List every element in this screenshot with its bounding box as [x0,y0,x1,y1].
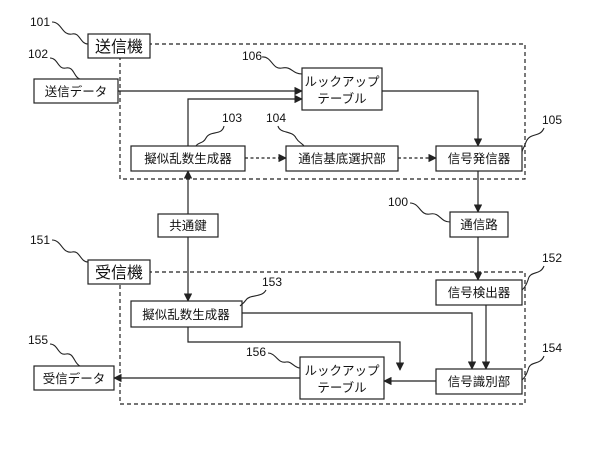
leader-152 [521,265,545,291]
shared-key-label: 共通鍵 [169,218,207,233]
rx-lookup-table-block: ルックアップ テーブル [299,356,385,400]
leader-151 [51,239,89,263]
ref-105: 105 [542,113,562,127]
tx-prng-block: 擬似乱数生成器 [130,145,246,172]
signal-detector-label: 信号検出器 [448,285,511,300]
ref-156: 156 [246,345,266,359]
ref-153: 153 [262,275,282,289]
signal-detector-block: 信号検出器 [435,279,523,306]
receiver-title: 受信機 [95,263,143,282]
rx-prng-label: 擬似乱数生成器 [142,307,230,322]
send-data-label: 送信データ [45,84,108,99]
channel-label: 通信路 [460,217,498,232]
leader-103 [195,125,225,147]
signal-generator-label: 信号発信器 [448,151,511,166]
arrow-lut-to-signal-gen [382,90,483,147]
signal-generator-block: 信号発信器 [435,145,523,172]
receive-data-label: 受信データ [43,371,106,386]
receiver-frame [119,271,526,405]
tx-lookup-table-block: ルックアップ テーブル [301,67,383,111]
channel-block: 通信路 [449,211,509,238]
rx-lut-label-line2: テーブル [317,380,366,395]
arrow-rx-prng-to-discriminator [242,312,477,370]
ref-100: 100 [388,195,408,209]
basis-selector-label: 通信基底選択部 [298,151,386,166]
rx-prng-block: 擬似乱数生成器 [130,300,243,328]
signal-discriminator-block: 信号識別部 [435,368,523,395]
transmitter-title: 送信機 [95,37,143,56]
ref-152: 152 [542,251,562,265]
arrow-prng-to-lut [187,94,303,146]
leader-102 [49,57,81,80]
transmitter-title-box [87,33,151,59]
leader-101 [51,21,89,45]
leader-100 [409,202,451,223]
transmitter-frame [119,43,526,180]
leader-104 [277,125,305,147]
ref-103: 103 [222,111,242,125]
leader-106 [261,56,303,75]
tx-lut-label-line2: テーブル [317,91,366,106]
receiver-title-box [87,259,151,285]
leader-105 [521,127,545,153]
rx-lut-label-line1: ルックアップ [304,363,380,378]
signal-discriminator-label: 信号識別部 [448,374,511,389]
tx-lut-label-line1: ルックアップ [304,74,380,89]
send-data-block: 送信データ [33,78,119,104]
tx-prng-label: 擬似乱数生成器 [144,151,232,166]
receive-data-block: 受信データ [33,365,115,391]
arrow-rx-prng-to-lut [187,327,405,371]
ref-106: 106 [242,49,262,63]
leader-156 [267,352,301,369]
leader-154 [521,355,545,381]
ref-102: 102 [28,47,48,61]
leader-155 [49,343,81,367]
ref-155: 155 [28,333,48,347]
leader-153 [239,289,267,307]
ref-104: 104 [266,111,286,125]
basis-selector-block: 通信基底選択部 [285,145,399,172]
shared-key-block: 共通鍵 [157,213,219,238]
ref-151: 151 [30,233,50,247]
ref-101: 101 [30,15,50,29]
ref-154: 154 [542,341,562,355]
